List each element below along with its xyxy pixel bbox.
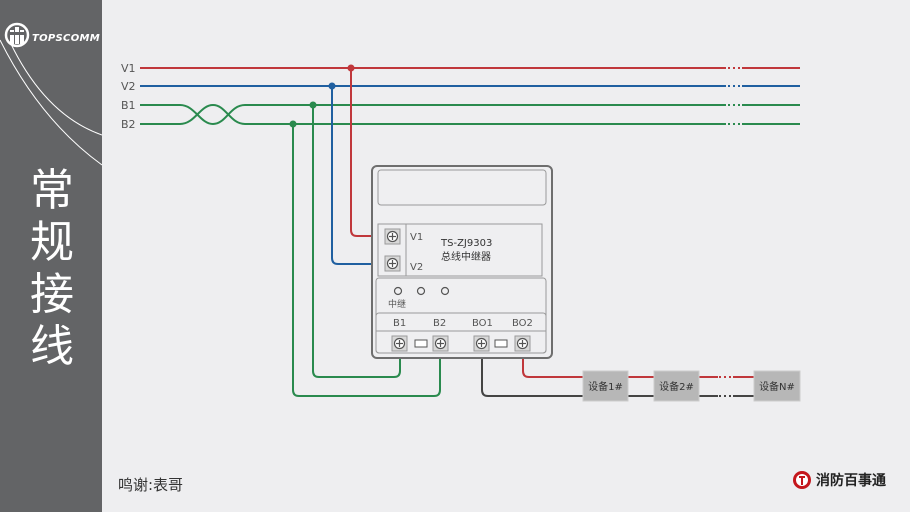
wire-bo1 xyxy=(481,355,583,397)
output-device-n: 设备N# xyxy=(753,370,801,402)
logo-text: TOPSCOMM xyxy=(32,32,100,44)
screw-terminal-icon xyxy=(391,335,408,352)
terminal-label-b1: B1 xyxy=(393,318,406,329)
wire-b1 xyxy=(312,105,401,378)
title-char: 线 xyxy=(30,321,74,372)
terminal-label-v1: V1 xyxy=(410,232,423,243)
junction-b2 xyxy=(289,120,297,128)
bus-label-v2: V2 xyxy=(121,80,136,93)
screw-terminal-icon xyxy=(514,335,531,352)
display-window xyxy=(377,169,547,206)
indicator-led xyxy=(416,286,426,296)
terminal-label-bo2: BO2 xyxy=(512,318,533,329)
sidebar: TOPSCOMM 常 规 接 线 xyxy=(0,0,102,512)
screw-terminal-icon xyxy=(432,335,449,352)
screw-terminal-icon xyxy=(384,255,401,272)
bus-label-b1: B1 xyxy=(121,99,136,112)
screw-terminal-icon xyxy=(473,335,490,352)
decorative-arcs xyxy=(0,39,102,166)
junction-b1 xyxy=(309,101,317,109)
title-char: 接 xyxy=(30,269,74,320)
wire-bo2 xyxy=(522,355,583,378)
terminal-label-bo1: BO1 xyxy=(472,318,493,329)
wire-v2 xyxy=(331,86,385,265)
brand-logo: 消防百事通 xyxy=(792,470,886,490)
terminal-link xyxy=(414,339,428,348)
wire-v1 xyxy=(350,68,385,237)
power-terminal-block xyxy=(377,223,543,277)
title-char: 规 xyxy=(30,217,74,268)
bus-label-v1: V1 xyxy=(121,62,136,75)
indicator-led xyxy=(440,286,450,296)
topscomm-logo-icon xyxy=(4,22,30,48)
brand-text: 消防百事通 xyxy=(816,473,886,489)
terminal-label-v2: V2 xyxy=(410,262,423,273)
relay-device: V1 V2 TS-ZJ9303 总线中继器 中继 B1 B2 BO1 BO2 xyxy=(371,165,553,359)
wire-b2 xyxy=(292,124,441,397)
credit-text: 鸣谢:表哥 xyxy=(118,476,184,494)
terminal-link xyxy=(494,339,508,348)
junction-v2 xyxy=(328,82,336,90)
indicator-led xyxy=(393,286,403,296)
page-title: 常 规 接 线 xyxy=(22,165,82,373)
output-device-2: 设备2# xyxy=(653,370,700,402)
title-char: 常 xyxy=(30,165,74,216)
device-model: TS-ZJ9303 xyxy=(440,238,492,249)
topscomm-logo: TOPSCOMM xyxy=(4,22,100,48)
bus-line-b1 xyxy=(140,104,800,126)
output-device-label: 设备N# xyxy=(759,380,795,393)
terminal-label-b2: B2 xyxy=(433,318,446,329)
output-device-1: 设备1# xyxy=(582,370,629,402)
bus-line-b2 xyxy=(140,103,800,125)
device-name: 总线中继器 xyxy=(441,250,491,263)
bus-label-b2: B2 xyxy=(121,118,136,131)
screw-terminal-icon xyxy=(384,228,401,245)
fire-brand-icon xyxy=(793,471,811,489)
junction-v1 xyxy=(347,64,355,72)
output-device-label: 设备2# xyxy=(659,380,694,393)
indicator-label: 中继 xyxy=(388,298,406,310)
output-device-label: 设备1# xyxy=(588,380,623,393)
